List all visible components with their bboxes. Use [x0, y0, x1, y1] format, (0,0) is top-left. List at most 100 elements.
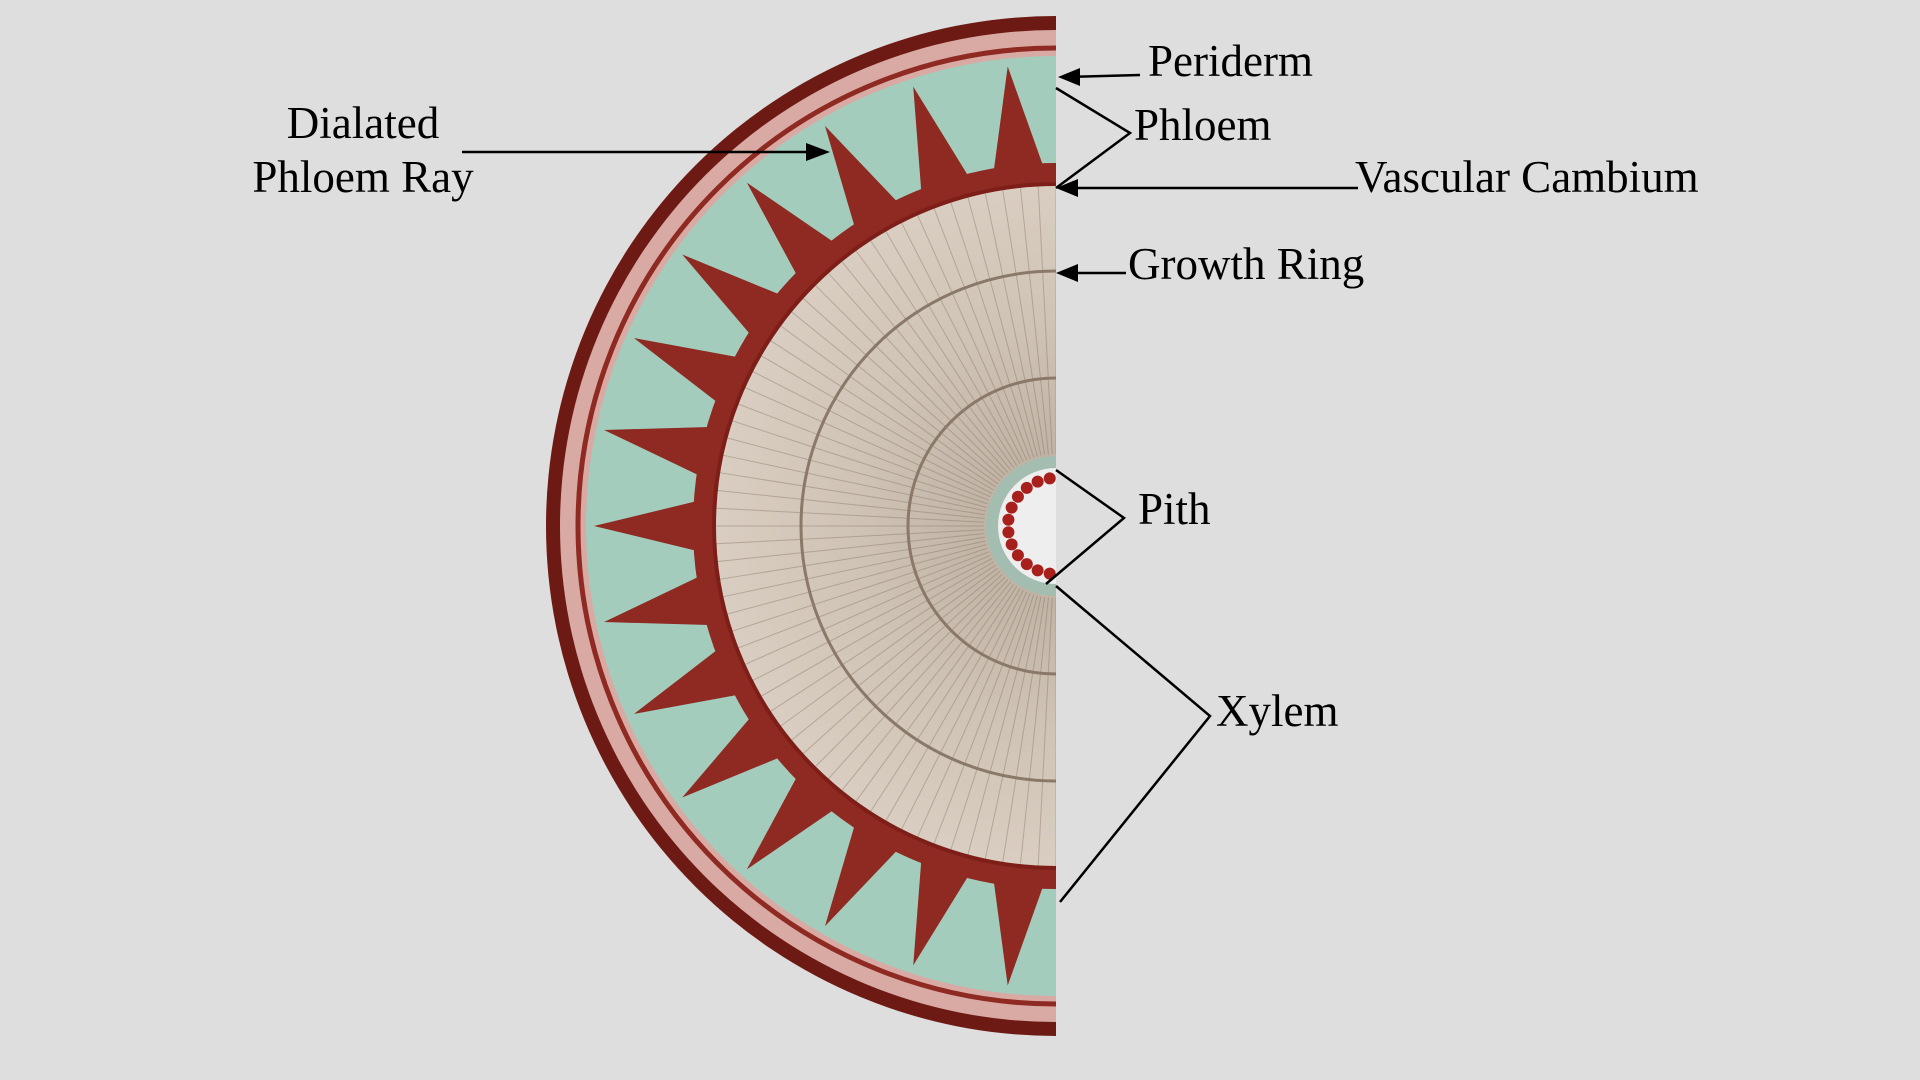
- xylem-ray: [1019, 597, 1049, 865]
- xylem-ray: [738, 551, 989, 649]
- xylem-ray: [917, 215, 1028, 461]
- vascular-cambium-label: Vascular Cambium: [1355, 152, 1699, 202]
- pith-cell: [1020, 481, 1033, 494]
- phloem-label: Phloem: [1134, 100, 1272, 150]
- xylem-ray: [745, 554, 991, 665]
- xylem-ray: [828, 579, 1009, 780]
- periderm-arrowhead: [1058, 68, 1080, 86]
- xylem-ray: [720, 472, 985, 516]
- xylem-ray: [933, 593, 1031, 844]
- dialated-label-line2: Phloem Ray: [252, 152, 474, 202]
- xylem-ray: [855, 250, 1015, 469]
- xylem-rays: [716, 186, 1056, 866]
- pith-cell: [1020, 558, 1033, 571]
- xylem-ray: [901, 222, 1024, 463]
- xylem-ray: [717, 533, 985, 563]
- xylem-ray: [815, 285, 1006, 476]
- xylem-ray: [984, 193, 1042, 456]
- xylem-ray: [791, 570, 1001, 741]
- xylem-ray: [1037, 186, 1053, 455]
- growth-ring-1: [906, 376, 1056, 676]
- xylem-ray: [984, 596, 1042, 859]
- growth-ring-arrowhead: [1056, 264, 1078, 282]
- xylem-ray: [720, 536, 985, 580]
- dialated-label-line1: Dialated: [286, 98, 440, 148]
- xylem-label: Xylem: [1216, 686, 1339, 736]
- pith-cell: [1031, 564, 1044, 577]
- xylem-ray: [855, 583, 1015, 802]
- arrowheads: [806, 68, 1080, 282]
- phloem-wedge: [594, 496, 718, 556]
- pith-cell: [1011, 490, 1024, 503]
- xylem-ray: [950, 594, 1035, 850]
- xylem-ray: [727, 437, 987, 508]
- pith-cell: [1011, 549, 1024, 562]
- cortex-inner-line: [575, 45, 1056, 1007]
- pith-cell: [1005, 538, 1018, 551]
- xylem-ray: [780, 325, 999, 485]
- xylem-ray: [933, 208, 1031, 459]
- growth-ring-2: [799, 269, 1056, 783]
- xylem-ray: [738, 403, 989, 501]
- pith: [998, 468, 1056, 584]
- xylem-ray: [716, 529, 985, 545]
- pith-label: Pith: [1138, 484, 1211, 534]
- periderm-label: Periderm: [1148, 36, 1313, 86]
- xylem-ray: [732, 547, 988, 632]
- xylem-ray: [841, 581, 1012, 791]
- xylem-ray: [967, 197, 1038, 457]
- phloem-wedge: [990, 859, 1051, 986]
- xylem-ray: [870, 586, 1018, 812]
- xylem-ray: [761, 355, 994, 491]
- xylem-ray: [770, 564, 996, 712]
- xylem-ray: [917, 591, 1028, 837]
- xylem-ray: [1002, 597, 1046, 862]
- xylem-ray: [1037, 597, 1053, 866]
- phloem-wedges: [594, 66, 1056, 986]
- pith-cell: [1002, 526, 1015, 539]
- pith-cell: [1031, 475, 1044, 488]
- phloem-inner-band: [693, 163, 1056, 889]
- leader-lines: [462, 73, 1358, 903]
- phloem-wedge: [990, 66, 1051, 193]
- pith-bracket: [1045, 468, 1127, 585]
- xylem-ray: [761, 561, 994, 697]
- pith-cell: [1002, 513, 1015, 526]
- xylem-ray: [841, 261, 1012, 471]
- xylem-ray: [727, 544, 987, 615]
- xylem-ray: [950, 202, 1035, 458]
- xylem-ray: [1019, 187, 1049, 455]
- xylem-ray: [723, 540, 986, 598]
- growth-ring-label: Growth Ring: [1128, 239, 1365, 289]
- xylem-ray: [885, 231, 1021, 464]
- xylem-ray: [870, 240, 1018, 466]
- pith-cell: [1043, 472, 1056, 485]
- xylem-ray: [752, 371, 993, 494]
- xylem-ray: [967, 595, 1038, 855]
- xylem-ray: [815, 576, 1006, 767]
- xylem-body: [714, 184, 1056, 868]
- pith-cell: [1043, 567, 1056, 580]
- xylem-ray: [770, 340, 996, 488]
- xylem-ray: [828, 272, 1009, 473]
- xylem-bracket: [1055, 585, 1212, 903]
- phloem-bracket: [1055, 86, 1133, 190]
- xylem-ray: [901, 589, 1024, 830]
- pith-cells: [1002, 472, 1056, 580]
- xylem-ray: [885, 588, 1021, 821]
- xylem-ray: [732, 420, 988, 505]
- xylem-ray: [802, 298, 1003, 479]
- xylem-ray: [791, 311, 1001, 482]
- dialated-phloem-ray-label: Dialated Phloem Ray: [238, 96, 488, 204]
- xylem-ray: [752, 558, 993, 681]
- section-half: [546, 16, 1056, 1036]
- growth-ring-3: [712, 182, 1056, 870]
- xylem-ray: [723, 454, 986, 512]
- dialated-ray-arrowhead: [806, 143, 830, 161]
- xylem-ray: [780, 567, 999, 727]
- xylem-ray: [1002, 190, 1046, 455]
- vascular-cambium-arrowhead: [1056, 179, 1078, 197]
- xylem-ray: [717, 489, 985, 519]
- xylem-ray: [716, 507, 985, 523]
